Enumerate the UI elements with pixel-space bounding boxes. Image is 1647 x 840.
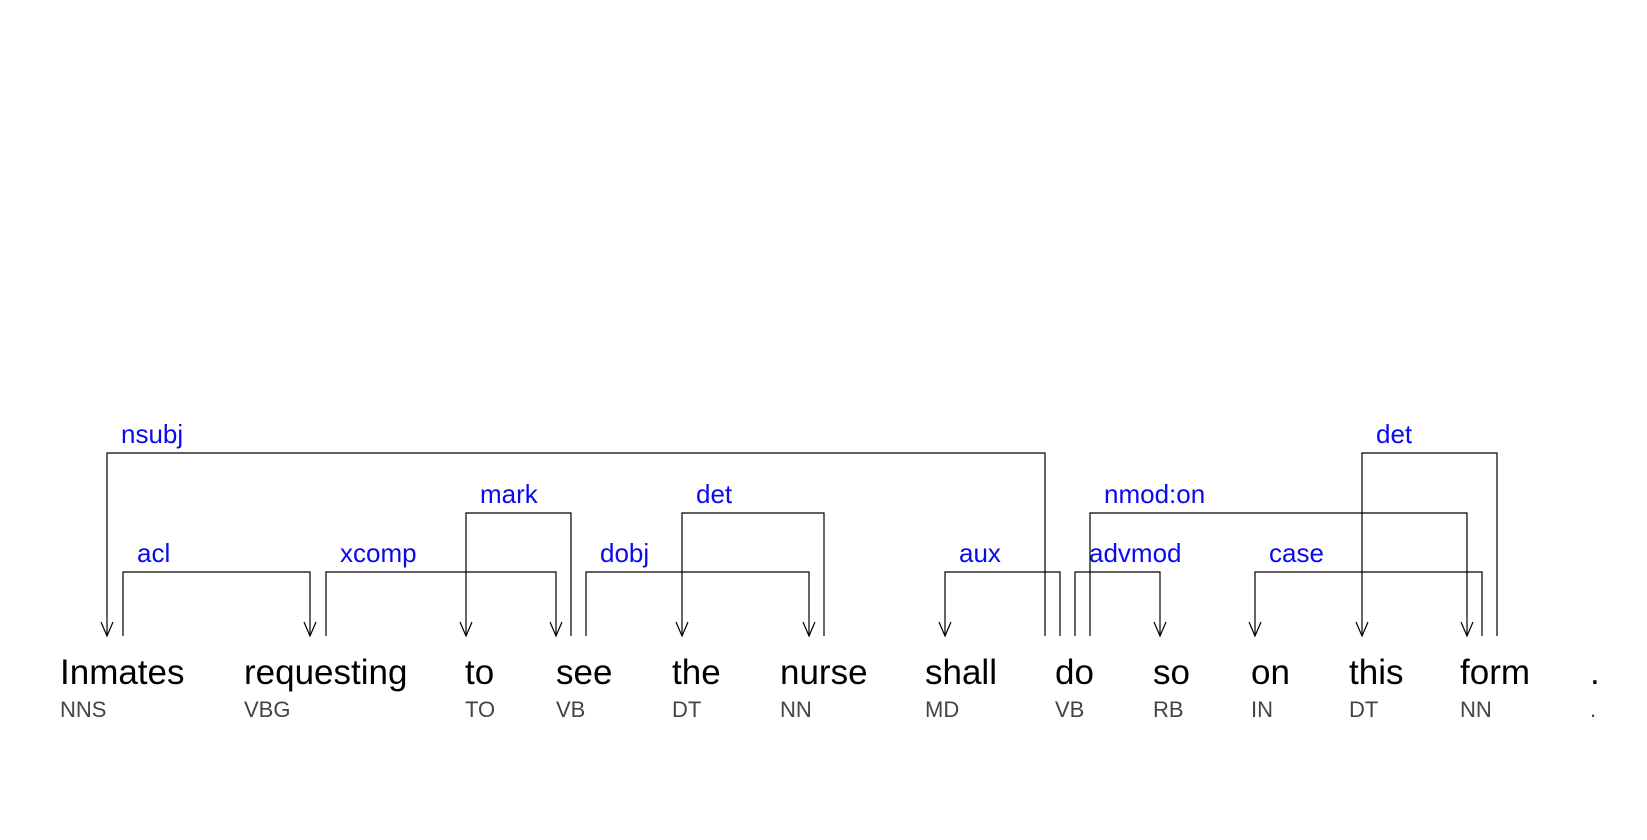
dependency-arc: dobj — [585, 538, 816, 638]
token-tag: VBG — [244, 697, 290, 722]
dependency-arc: det — [1355, 419, 1498, 638]
arrowhead — [303, 621, 317, 638]
token-tag: MD — [925, 697, 959, 722]
dependency-arc: case — [1248, 538, 1483, 638]
dependency-arc: advmod — [1074, 538, 1182, 638]
arrowhead — [938, 621, 952, 638]
token-word: Inmates — [60, 653, 185, 692]
dependency-label: det — [1376, 419, 1413, 449]
token-tag: . — [1590, 697, 1596, 722]
token-word: shall — [925, 653, 997, 692]
token-word: this — [1349, 653, 1403, 692]
token-word: requesting — [244, 653, 407, 692]
token-word: form — [1460, 653, 1530, 692]
arrowhead — [1460, 621, 1474, 638]
token-word: so — [1153, 653, 1190, 692]
token-word: see — [556, 653, 612, 692]
arrowhead — [100, 621, 114, 638]
token-tag: DT — [672, 697, 701, 722]
arrowhead — [1153, 621, 1167, 638]
dependency-label: advmod — [1089, 538, 1182, 568]
token-tag: TO — [465, 697, 495, 722]
dependency-label: xcomp — [340, 538, 417, 568]
token-tag: IN — [1251, 697, 1273, 722]
arrowhead — [459, 621, 473, 638]
token-tag: RB — [1153, 697, 1184, 722]
arrowhead — [1355, 621, 1369, 638]
token-tag: NN — [780, 697, 812, 722]
token-word: on — [1251, 653, 1290, 692]
token-word: nurse — [780, 653, 868, 692]
token-tag: DT — [1349, 697, 1378, 722]
token-tag: VB — [1055, 697, 1084, 722]
dependency-label: aux — [959, 538, 1001, 568]
arrowhead — [802, 621, 816, 638]
dependency-label: nmod:on — [1104, 479, 1205, 509]
dependency-arcs: nsubj acl xcomp mark dobj det aux advmod nmod:on… — [100, 419, 1498, 638]
dependency-arc: aux — [938, 538, 1061, 638]
dependency-arc: xcomp — [325, 538, 563, 638]
dependency-arc: det — [675, 479, 825, 638]
dependency-label: mark — [480, 479, 539, 509]
token-tag: NNS — [60, 697, 106, 722]
token-word: . — [1590, 653, 1600, 692]
token-word: the — [672, 653, 721, 692]
dependency-arc: nmod:on — [1089, 479, 1474, 638]
dependency-label: nsubj — [121, 419, 183, 449]
token-tag: NN — [1460, 697, 1492, 722]
token-word: do — [1055, 653, 1094, 692]
dependency-arc: mark — [459, 479, 572, 638]
dependency-arc: acl — [122, 538, 317, 638]
dependency-arc: nsubj — [100, 419, 1046, 638]
token-tag: VB — [556, 697, 585, 722]
arrowhead — [675, 621, 689, 638]
dependency-label: case — [1269, 538, 1324, 568]
dependency-label: acl — [137, 538, 170, 568]
arrowhead — [549, 621, 563, 638]
token-row: Inmates NNS requesting VBG to TO see VB … — [60, 653, 1600, 722]
dependency-label: dobj — [600, 538, 649, 568]
arrowhead — [1248, 621, 1262, 638]
token-word: to — [465, 653, 494, 692]
dependency-label: det — [696, 479, 733, 509]
